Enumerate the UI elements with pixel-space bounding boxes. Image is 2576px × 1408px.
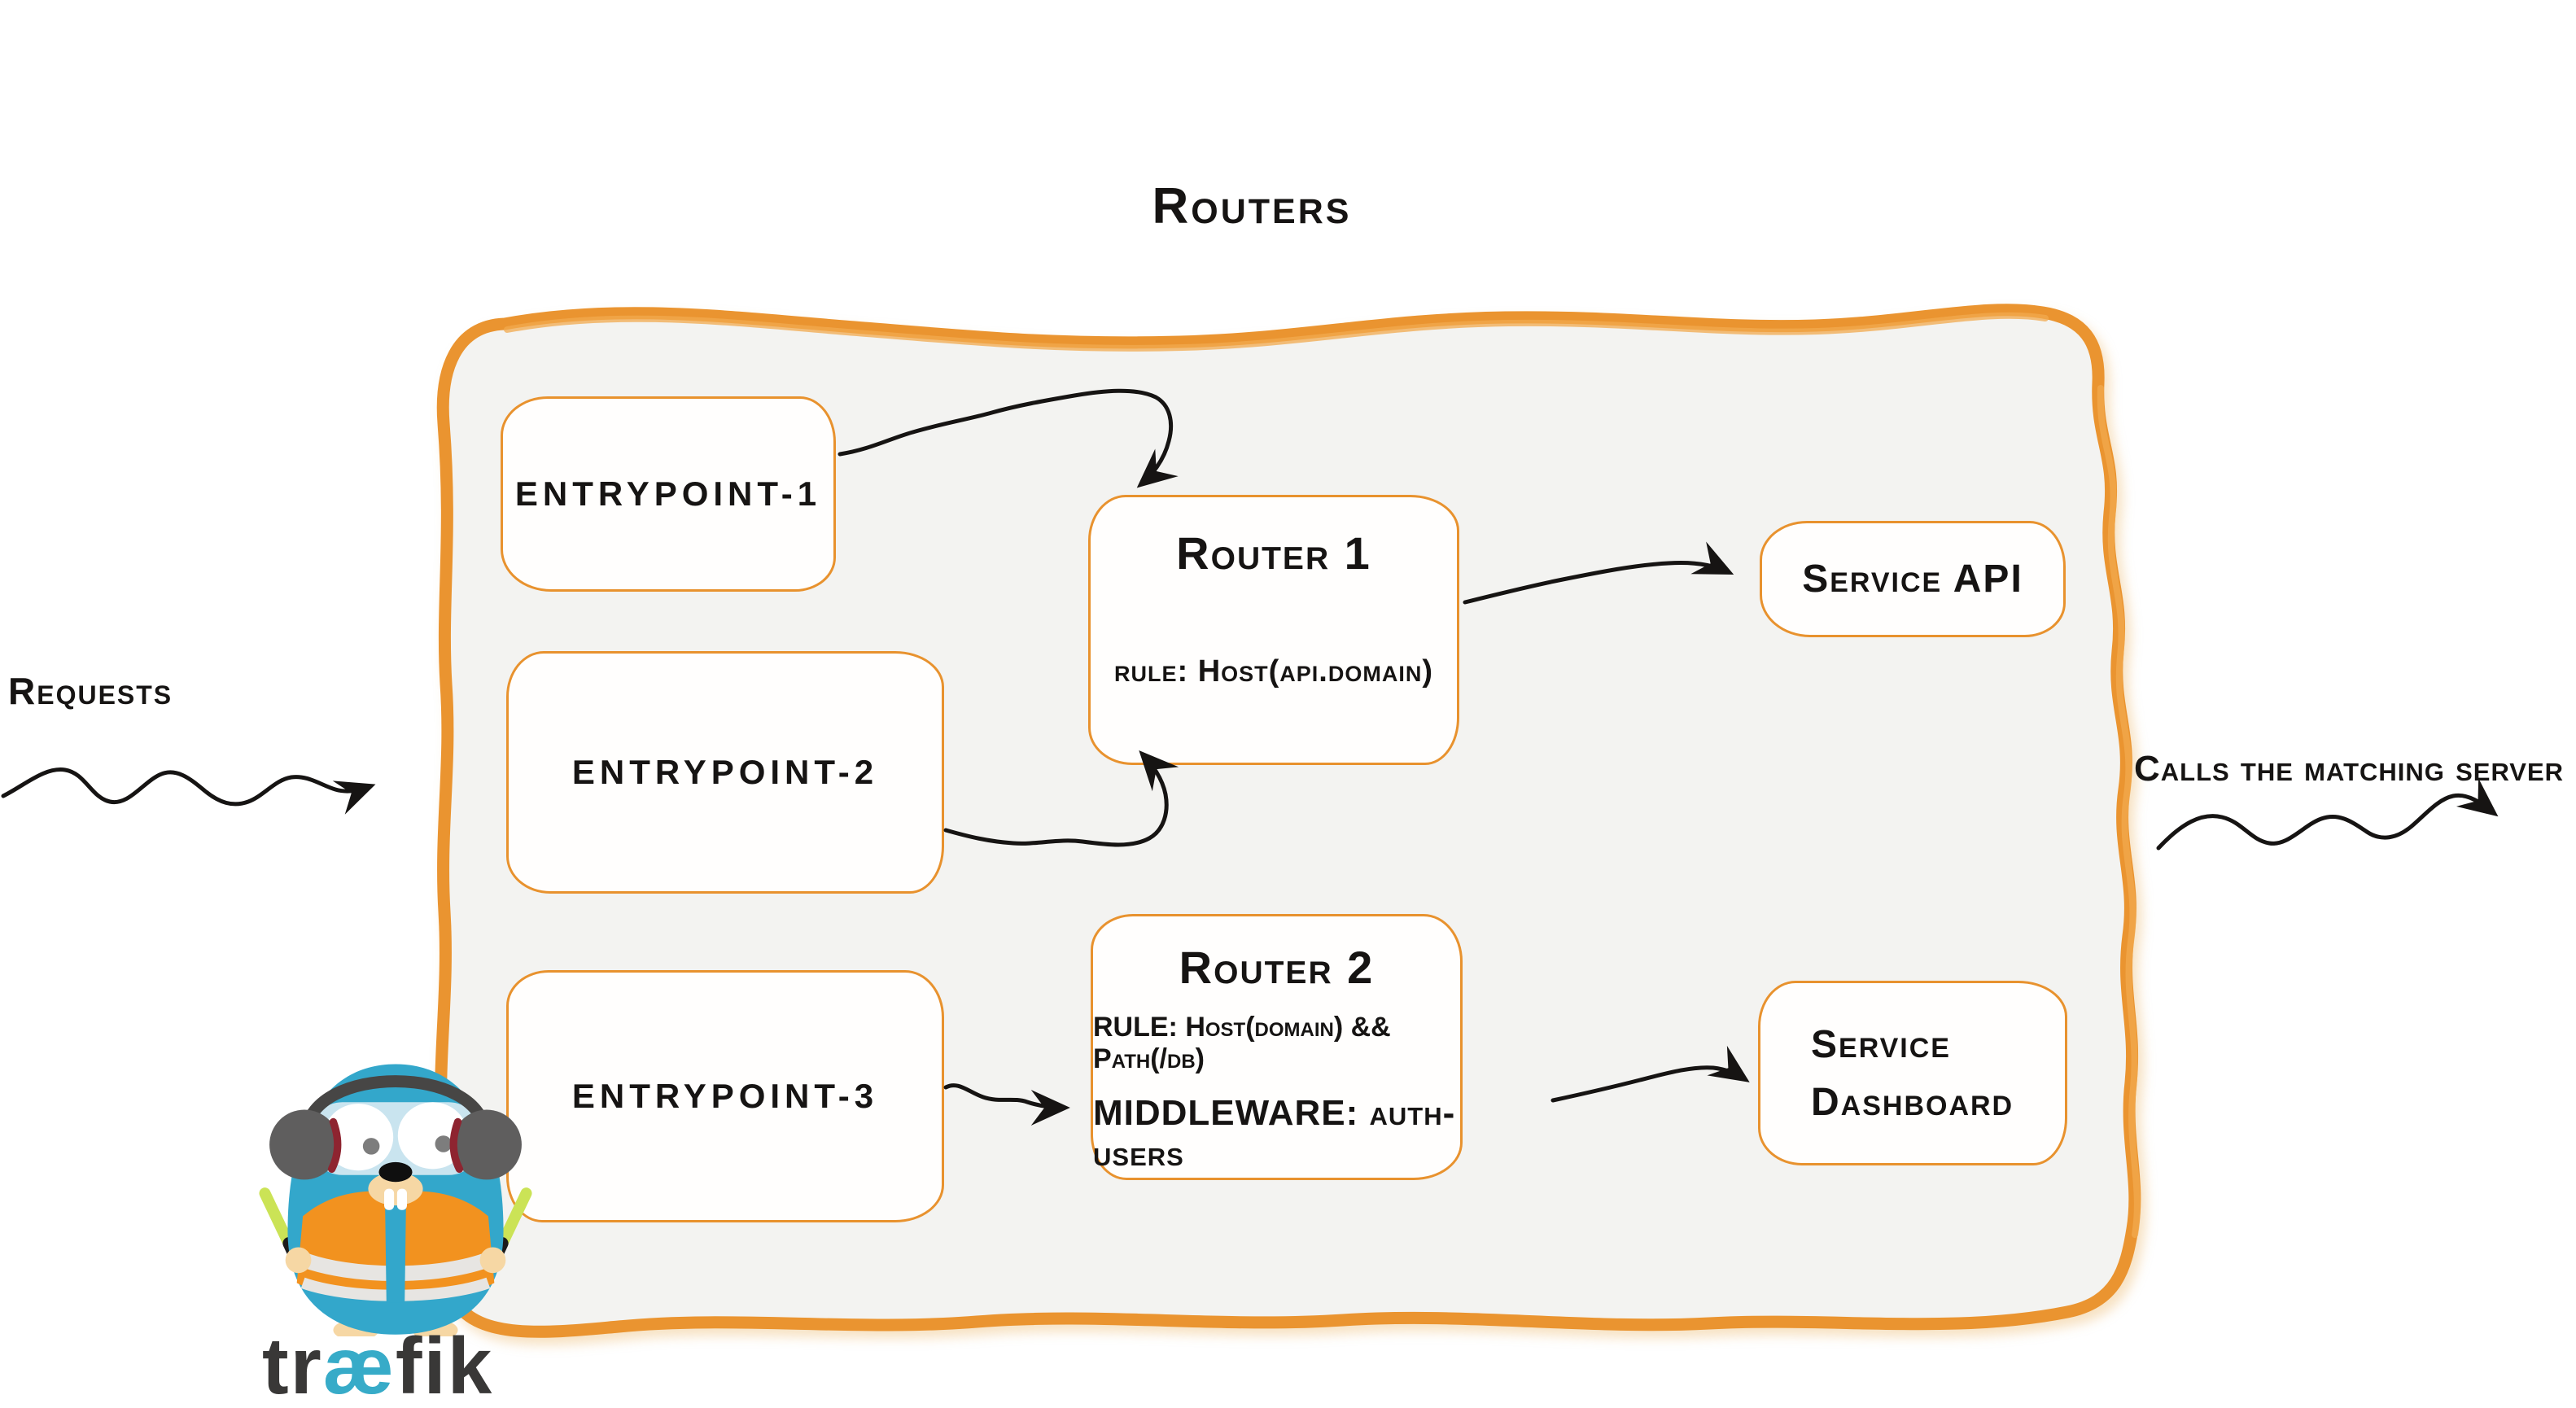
router-2-name: Router 2 (1179, 942, 1375, 993)
gopher-eye-left-pupil (362, 1138, 380, 1155)
router-1-box: Router 1 rule: Host(api.domain) (1088, 495, 1459, 765)
service-api-label: Service API (1802, 558, 2023, 601)
gopher-nose (378, 1161, 413, 1183)
safety-goggles (310, 1102, 481, 1175)
traefik-gopher-mascot (259, 1064, 532, 1336)
container-brush-overlay (504, 312, 2141, 1238)
service-dashboard-label-line1: Service (1811, 1022, 1951, 1066)
entrypoint-3-box: entrypoint-3 (506, 970, 944, 1222)
wordmark-post: fik (395, 1321, 494, 1408)
entrypoint-2-box: entrypoint-2 (506, 651, 944, 894)
safety-vest (296, 1191, 495, 1303)
service-dashboard-box: Service Dashboard (1758, 981, 2067, 1165)
router-2-rule: RULE: Host(domain) && Path(/db) (1093, 1012, 1391, 1074)
entrypoint-1-label: entrypoint-1 (514, 474, 822, 513)
service-dashboard-label-line2: Dashboard (1811, 1080, 2014, 1124)
gopher-muzzle (368, 1161, 423, 1210)
router-2-box: Router 2 RULE: Host(domain) && Path(/db)… (1091, 914, 1463, 1180)
wordmark-ae: æ (322, 1321, 396, 1408)
service-api-box: Service API (1760, 521, 2066, 637)
router-2-middleware: MIDDLEWARE: auth-users (1093, 1093, 1456, 1174)
gopher-hand-left (285, 1247, 312, 1274)
router-1-rule: rule: Host(api.domain) (1113, 654, 1434, 689)
traefik-wordmark: træfik (262, 1320, 493, 1408)
entrypoint-1-box: entrypoint-1 (501, 396, 836, 592)
gopher-hand-right (479, 1247, 506, 1274)
entrypoint-3-label: entrypoint-3 (571, 1077, 879, 1115)
diagram-title: Routers (1152, 178, 1352, 234)
requests-label: Requests (8, 670, 173, 712)
wordmark-pre: tr (262, 1321, 323, 1408)
calls-matching-server-label: Calls the matching server (2134, 749, 2565, 789)
gopher-eye-right-pupil (435, 1135, 453, 1152)
ear-protection-headphones (269, 1075, 522, 1180)
entrypoint-2-label: entrypoint-2 (571, 753, 879, 791)
router-1-name: Router 1 (1176, 527, 1371, 579)
